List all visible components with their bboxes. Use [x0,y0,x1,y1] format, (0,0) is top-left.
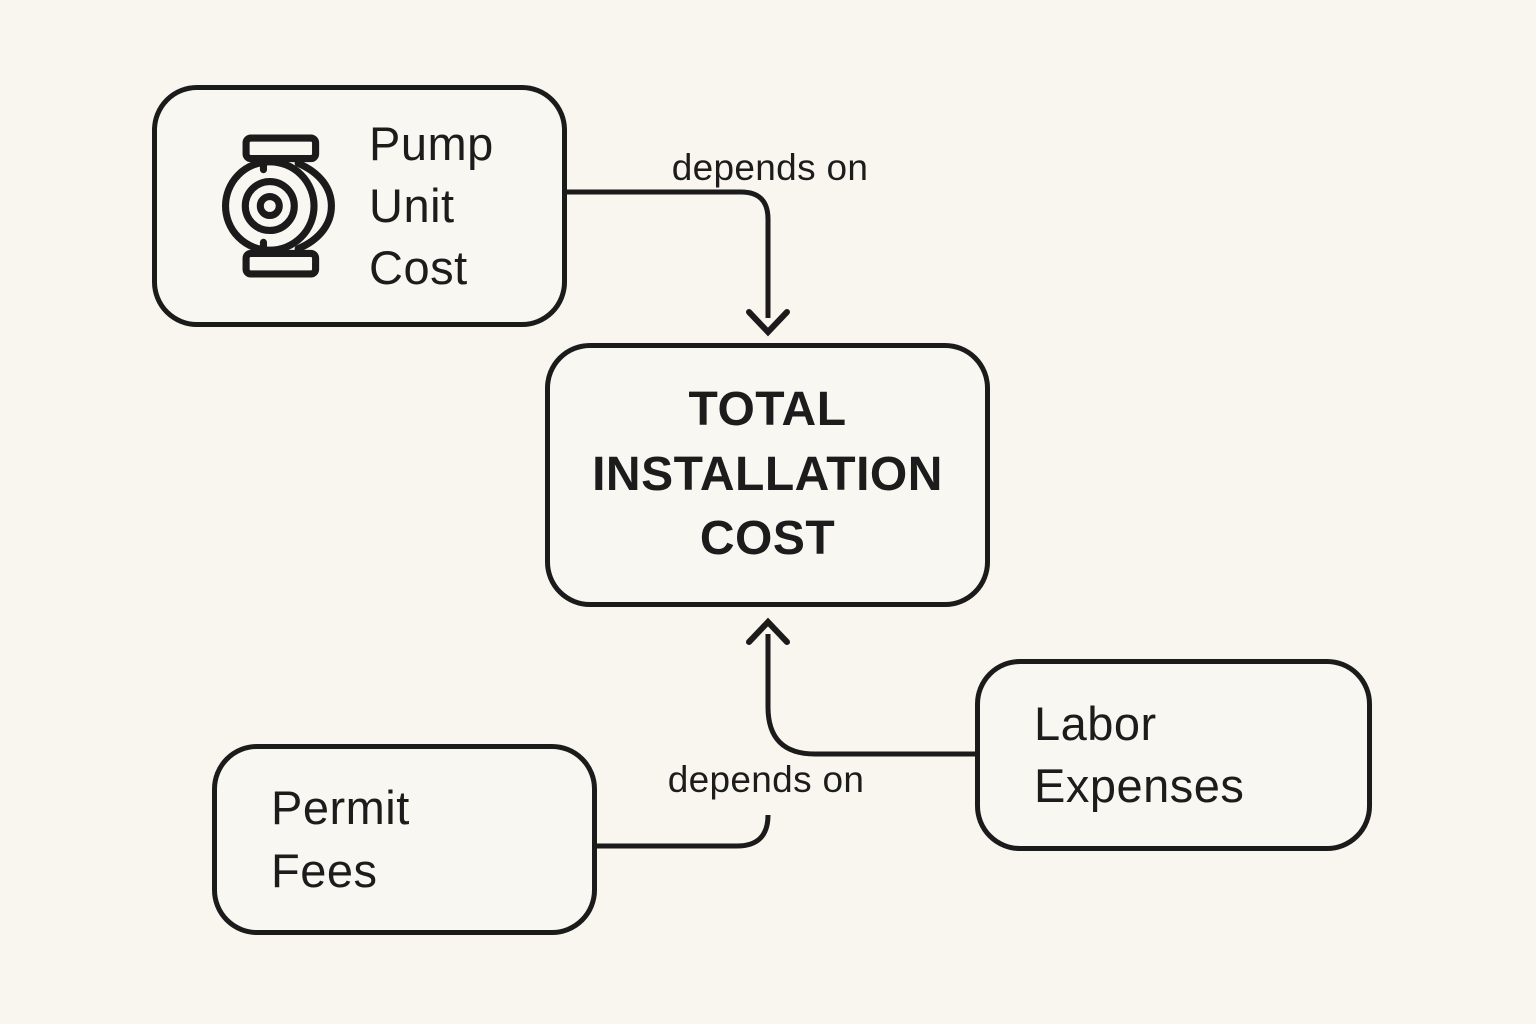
node-permit-fees: Permit Fees [212,744,597,935]
edge-label-depends-on-top: depends on [671,147,869,188]
node-label-permit-fees: Permit Fees [271,781,410,897]
edge-label-depends-on-bottom: depends on [667,759,865,800]
edge-permit-to-total [597,814,771,849]
node-label-pump-unit-cost: Pump Unit Cost [369,116,494,295]
node-labor-expenses: Labor Expenses [975,659,1372,851]
edge-pump-to-total [567,189,790,337]
pump-icon [221,134,335,278]
node-label-labor-expenses: Labor Expenses [1034,696,1245,812]
node-label-total-installation-cost: TOTAL INSTALLATION COST [592,382,943,566]
arrowhead-down-icon [746,309,790,337]
edge-labor-to-total [746,617,975,757]
node-total-installation-cost: TOTAL INSTALLATION COST [545,343,990,607]
arrowhead-up-icon [746,617,790,645]
node-pump-unit-cost: Pump Unit Cost [152,85,567,327]
